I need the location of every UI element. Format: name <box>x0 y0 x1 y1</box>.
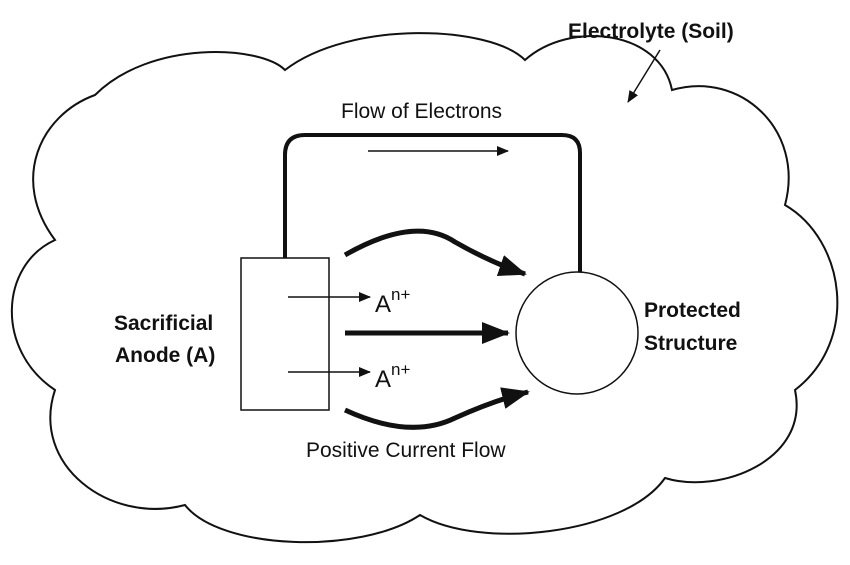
ion-label-lower: An+ <box>375 360 410 393</box>
structure-label-line1: Protected <box>644 299 741 322</box>
current-arrow-upper <box>343 228 527 277</box>
protected-structure <box>515 271 639 395</box>
current-arrow-lower <box>343 387 530 430</box>
anode-label-line2: Anode (A) <box>115 344 215 367</box>
anode-label-line1: Sacrificial <box>114 312 213 335</box>
electrolyte-label: Electrolyte (Soil) <box>568 20 734 43</box>
current-flow-label: Positive Current Flow <box>306 439 506 462</box>
ion-label-upper: An+ <box>375 285 410 318</box>
ion-symbol: A <box>375 291 391 318</box>
structure-label-line2: Structure <box>644 332 737 355</box>
sacrificial-anode <box>240 257 330 411</box>
external-wire <box>283 133 582 272</box>
ion-charge: n+ <box>391 360 410 379</box>
electron-flow-label: Flow of Electrons <box>341 100 502 123</box>
ion-charge: n+ <box>391 285 410 304</box>
ion-symbol: A <box>375 366 391 393</box>
electrolyte-pointer-arrow <box>627 49 661 103</box>
electrolyte-soil-boundary <box>10 32 839 544</box>
